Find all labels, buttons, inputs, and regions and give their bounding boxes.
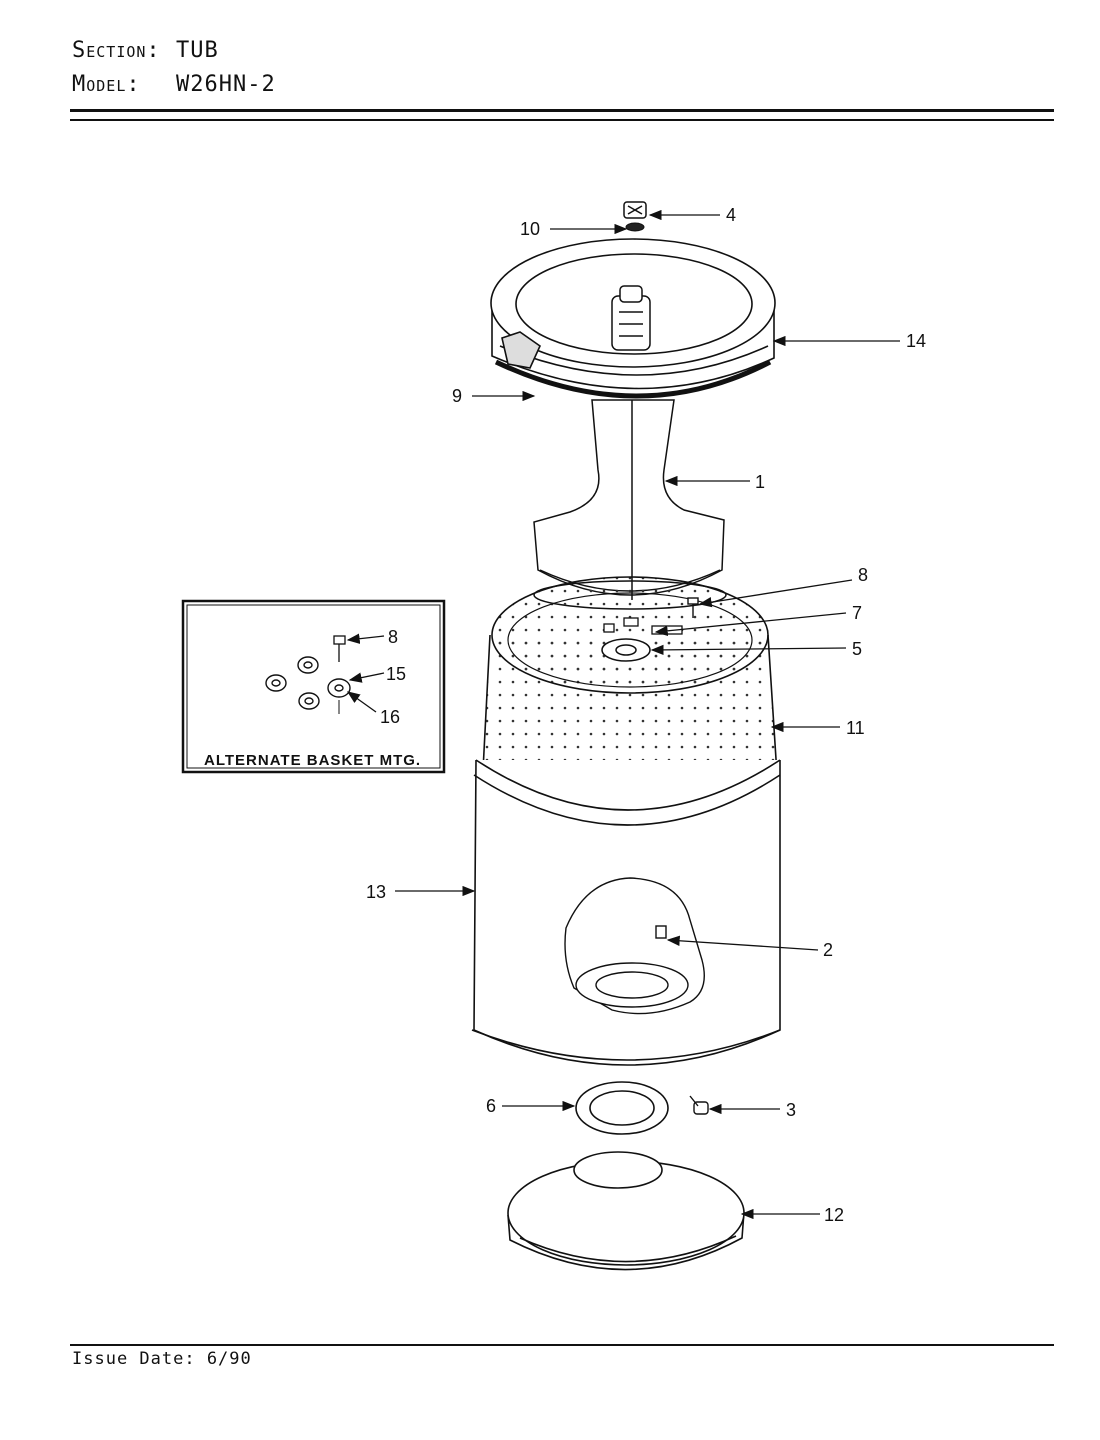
callout-5: 5 [852,639,862,659]
callout-11: 11 [846,718,865,738]
callout-8: 8 [858,565,868,585]
part-2-pump [564,877,705,1015]
callout-2: 2 [823,940,833,960]
inset-callout-15: 15 [386,664,406,684]
issue-date: Issue Date: 6/90 [72,1349,252,1369]
callout-10: 10 [520,219,540,239]
part-12-base [507,1151,745,1271]
model-label: Model: [72,72,141,97]
inset-callout-8: 8 [388,627,398,647]
part-10-ring [625,222,645,232]
callout-13: 13 [366,882,386,902]
inset-grommets [265,656,351,710]
callout-7: 7 [852,603,862,623]
callout-6: 6 [486,1096,496,1116]
model-value: W26HN-2 [176,72,276,97]
callout-4: 4 [726,205,736,225]
inset-screw [333,635,346,662]
callout-14: 14 [906,331,926,351]
section-value: TUB [176,38,219,63]
inset-title: ALTERNATE BASKET MTG. [204,752,421,769]
inset-alternate-basket-mtg: 8 15 16 ALTERNATE BASKET MTG. [181,599,446,774]
callout-9: 9 [452,386,462,406]
part-8-screw [687,597,699,618]
part-3-screw [689,1095,709,1115]
section-label: Section: [72,38,161,63]
header-rule-bottom [70,119,1054,121]
callout-3: 3 [786,1100,796,1120]
section-header: Section: TUB [72,38,219,63]
footer-rule [70,1344,1054,1346]
part-5-hub [601,638,651,662]
agitator-post [611,285,651,351]
part-6-seal [575,1081,669,1135]
callout-12: 12 [824,1205,844,1225]
inset-callout-16: 16 [380,707,400,727]
callout-1: 1 [755,472,765,492]
header-rule-top [70,109,1054,112]
part-4-cap [623,201,647,219]
part-9-gasket [494,359,772,399]
callout-leaders [395,209,900,1220]
model-header: Model: W26HN-2 [72,72,276,97]
